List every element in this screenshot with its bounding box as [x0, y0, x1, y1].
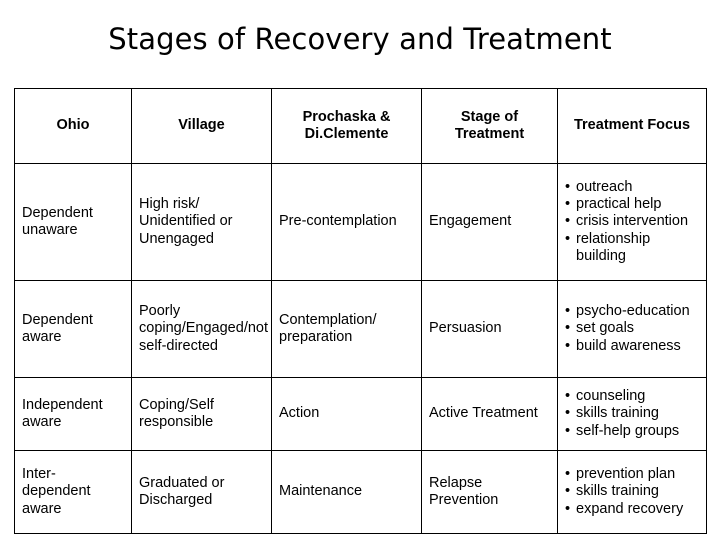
focus-list: prevention plan skills training expand r…: [565, 466, 699, 517]
list-item: skills training: [565, 483, 699, 500]
column-header-focus: Treatment Focus: [557, 88, 707, 164]
cell-village: Coping/Self responsible: [131, 377, 272, 451]
cell-ohio: Dependent unaware: [14, 163, 132, 281]
table-row: Inter-dependent aware Graduated or Disch…: [14, 450, 707, 534]
cell-prochaska: Action: [271, 377, 422, 451]
list-item: skills training: [565, 405, 699, 422]
cell-ohio: Independent aware: [14, 377, 132, 451]
table-row: Independent aware Coping/Self responsibl…: [14, 377, 707, 451]
list-item: psycho-education: [565, 303, 699, 320]
cell-village: Graduated or Discharged: [131, 450, 272, 534]
cell-focus: prevention plan skills training expand r…: [557, 450, 707, 534]
cell-ohio: Dependent aware: [14, 280, 132, 378]
list-item: counseling: [565, 388, 699, 405]
table-row: Dependent aware Poorly coping/Engaged/no…: [14, 280, 707, 378]
list-item: outreach: [565, 179, 699, 196]
page-title: Stages of Recovery and Treatment: [108, 22, 612, 56]
list-item: self-help groups: [565, 423, 699, 440]
list-item: practical help: [565, 196, 699, 213]
focus-list: counseling skills training self-help gro…: [565, 388, 699, 439]
column-header-stage: Stage of Treatment: [421, 88, 558, 164]
cell-focus: outreach practical help crisis intervent…: [557, 163, 707, 281]
table-header-row: Ohio Village Prochaska & Di.Clemente Sta…: [14, 88, 707, 164]
cell-prochaska: Contemplation/ preparation: [271, 280, 422, 378]
cell-village: High risk/ Unidentified or Unengaged: [131, 163, 272, 281]
cell-ohio: Inter-dependent aware: [14, 450, 132, 534]
column-header-prochaska: Prochaska & Di.Clemente: [271, 88, 422, 164]
column-header-ohio: Ohio: [14, 88, 132, 164]
cell-stage: Relapse Prevention: [421, 450, 558, 534]
cell-stage: Persuasion: [421, 280, 558, 378]
cell-focus: counseling skills training self-help gro…: [557, 377, 707, 451]
list-item: crisis intervention: [565, 213, 699, 230]
cell-village: Poorly coping/Engaged/not self-directed: [131, 280, 272, 378]
stages-table-container: Ohio Village Prochaska & Di.Clemente Sta…: [14, 88, 707, 534]
focus-list: outreach practical help crisis intervent…: [565, 179, 699, 265]
table-row: Dependent unaware High risk/ Unidentifie…: [14, 163, 707, 281]
list-item: set goals: [565, 320, 699, 337]
list-item: relationship building: [565, 231, 699, 265]
cell-focus: psycho-education set goals build awarene…: [557, 280, 707, 378]
list-item: build awareness: [565, 338, 699, 355]
cell-stage: Engagement: [421, 163, 558, 281]
cell-prochaska: Pre-contemplation: [271, 163, 422, 281]
list-item: expand recovery: [565, 501, 699, 518]
cell-prochaska: Maintenance: [271, 450, 422, 534]
column-header-village: Village: [131, 88, 272, 164]
focus-list: psycho-education set goals build awarene…: [565, 303, 699, 354]
list-item: prevention plan: [565, 466, 699, 483]
stages-table: Ohio Village Prochaska & Di.Clemente Sta…: [14, 88, 707, 534]
cell-stage: Active Treatment: [421, 377, 558, 451]
